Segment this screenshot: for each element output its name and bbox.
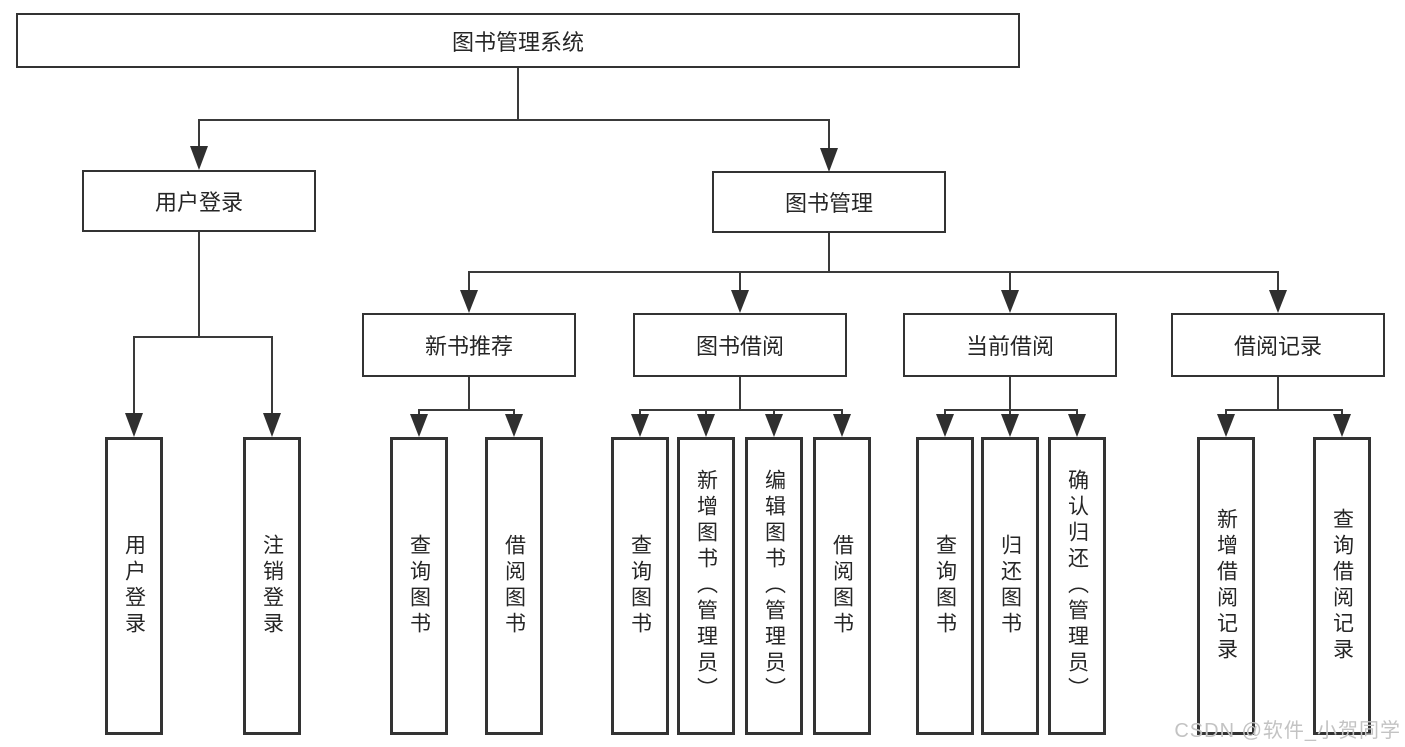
arrowhead-icon <box>460 290 478 313</box>
arrowhead-icon <box>1068 414 1086 437</box>
arrowhead-icon <box>1001 290 1019 313</box>
leaf-add-borrow-record: 新增借阅记录 <box>1197 437 1255 735</box>
leaf-return-book: 归还图书 <box>981 437 1039 735</box>
arrowhead-icon <box>125 413 143 437</box>
arrowhead-icon <box>1001 414 1019 437</box>
arrowhead-icon <box>936 414 954 437</box>
leaf-borrow-book-1: 借阅图书 <box>485 437 543 735</box>
leaf-borrow-book-2: 借阅图书 <box>813 437 871 735</box>
arrowhead-icon <box>697 414 715 437</box>
arrowhead-icon <box>1217 414 1235 437</box>
leaf-confirm-return-admin: 确认归还（管理员） <box>1048 437 1106 735</box>
arrowhead-icon <box>820 148 838 172</box>
leaf-query-book-3: 查询图书 <box>916 437 974 735</box>
arrowhead-icon <box>410 414 428 437</box>
leaf-edit-book-admin: 编辑图书（管理员） <box>745 437 803 735</box>
node-book-management: 图书管理 <box>712 171 946 233</box>
arrowhead-icon <box>731 290 749 313</box>
arrowhead-icon <box>631 414 649 437</box>
arrowhead-icon <box>190 146 208 170</box>
arrowhead-icon <box>263 413 281 437</box>
leaf-query-borrow-record: 查询借阅记录 <box>1313 437 1371 735</box>
node-book-borrow: 图书借阅 <box>633 313 847 377</box>
arrowhead-icon <box>1333 414 1351 437</box>
node-new-book-recommend: 新书推荐 <box>362 313 576 377</box>
leaf-query-book-2: 查询图书 <box>611 437 669 735</box>
arrowhead-icon <box>505 414 523 437</box>
leaf-user-login: 用户登录 <box>105 437 163 735</box>
leaf-add-book-admin: 新增图书（管理员） <box>677 437 735 735</box>
leaf-query-book-1: 查询图书 <box>390 437 448 735</box>
node-user-login: 用户登录 <box>82 170 316 232</box>
node-borrow-record: 借阅记录 <box>1171 313 1385 377</box>
csdn-watermark: CSDN @软件_小贺同学 <box>1174 720 1401 742</box>
arrowhead-icon <box>833 414 851 437</box>
arrowhead-icon <box>765 414 783 437</box>
arrowhead-icon <box>1269 290 1287 313</box>
node-system-root: 图书管理系统 <box>16 13 1020 68</box>
node-current-borrow: 当前借阅 <box>903 313 1117 377</box>
leaf-logout: 注销登录 <box>243 437 301 735</box>
